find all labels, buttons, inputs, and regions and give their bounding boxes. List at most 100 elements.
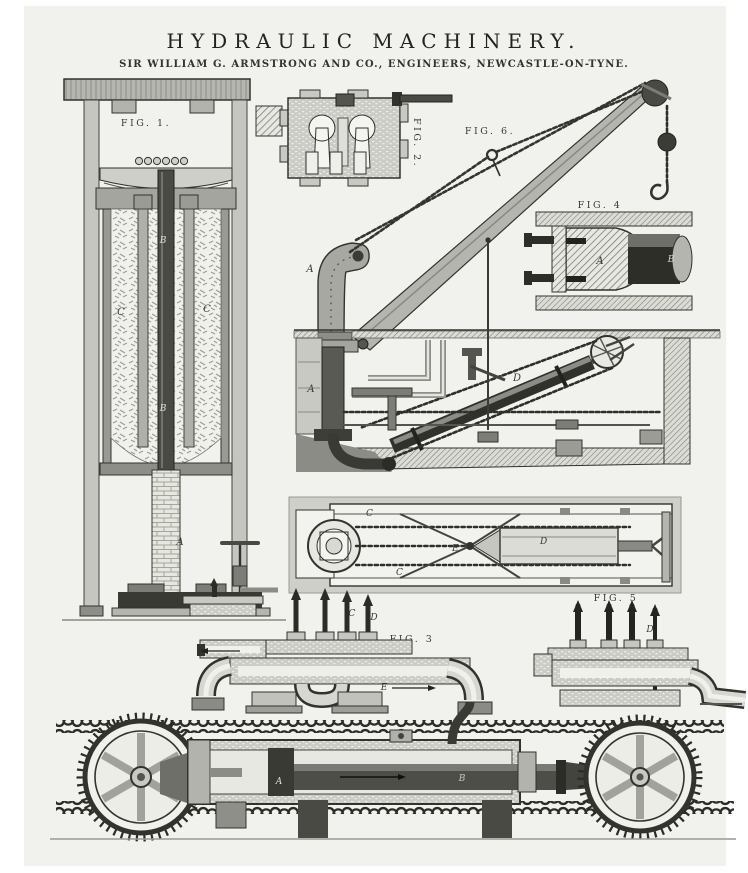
fig6-hook — [650, 181, 669, 201]
fig1-letter-b-lower: B — [159, 404, 167, 414]
plan-mast-socket-inner — [325, 537, 343, 555]
jigger-letter-a: A — [275, 777, 283, 787]
fig3-left-flange — [191, 697, 225, 711]
fig6-jib-pivot — [357, 338, 369, 350]
fig2-label: FIG. 2. — [411, 118, 422, 168]
fig6-ground-right — [351, 330, 721, 339]
fig6-pit-chain — [358, 339, 598, 430]
fig2-left-stub — [255, 105, 283, 137]
fig6-letter-a-pit: A — [306, 384, 314, 395]
fig4-bolt-head — [524, 233, 532, 247]
fig4-bolt-head — [524, 271, 532, 285]
fig6-letter-a-mast: A — [305, 264, 313, 275]
plan-letter-e: E — [451, 544, 459, 554]
fig1-inner-tube-right — [183, 208, 195, 448]
fig4-bolt — [530, 236, 554, 244]
jigger-lug-hole — [398, 733, 404, 739]
fig4-cylinder-wall-bottom — [535, 295, 693, 311]
jigger-leg — [482, 800, 512, 838]
fig2-bottom-tab — [299, 177, 321, 187]
fig2-top-tab — [299, 89, 321, 99]
fig2-port — [329, 151, 343, 175]
fig2-valve-block: FIG. 2. — [255, 89, 453, 187]
fig6-anchor-block — [555, 439, 583, 457]
plan-mast-square — [319, 531, 349, 561]
fig6-letter-d: D — [512, 373, 521, 384]
plan-letter-c-top: C — [366, 509, 373, 519]
fig4-label: FIG. 4 — [578, 200, 623, 211]
plan-cylinder — [499, 527, 619, 565]
fig5-label: FIG. 5 — [594, 593, 639, 604]
fig1-letter-c-left: C — [117, 307, 125, 318]
jigger-coupling-ring — [556, 760, 566, 794]
fig1-vessel-wall-right — [220, 208, 230, 468]
fig1-letter-a: A — [175, 537, 183, 548]
fig6-fork — [609, 343, 635, 361]
fig2-top-piston — [335, 93, 355, 107]
fig6-fork — [605, 335, 631, 348]
fig1-letter-c-right: C — [203, 304, 211, 315]
jigger-chain-top — [56, 720, 724, 733]
fig5-lower-pipe — [559, 689, 681, 707]
plan-letter-c-bottom: C — [396, 568, 403, 578]
fig6-turnbuckle — [555, 419, 579, 430]
plan-pad — [620, 577, 630, 584]
fig2-spindle-rod — [399, 94, 453, 103]
jigger-machine: A B — [50, 701, 736, 842]
fig6-cylinder-flange — [554, 365, 568, 387]
fig3-foot-pad — [331, 705, 389, 714]
fig6-rod-foot — [477, 431, 499, 443]
page-subtitle: SIR WILLIAM G. ARMSTRONG AND CO., ENGINE… — [119, 59, 629, 70]
fig3-letter-c: C — [349, 609, 356, 619]
fig6-plan-view: C E D C — [288, 496, 682, 594]
fig6-hoist-chain — [348, 155, 490, 254]
fig2-center-column — [337, 117, 349, 167]
jigger-wheel-right — [577, 714, 703, 840]
fig3-main-pipe-core — [238, 666, 462, 676]
fig6-ground-left — [293, 330, 319, 339]
fig4-piston-detail: FIG. 4 A B — [524, 200, 693, 311]
fig1-column-left — [83, 99, 100, 613]
jigger-letter-b: B — [458, 774, 466, 784]
fig3-letter-e: E — [380, 683, 388, 693]
fig2-left-flange — [279, 109, 289, 127]
fig6-label: FIG. 6. — [465, 126, 515, 137]
fig1-masonry-column — [151, 469, 181, 595]
fig6-pit-wall-right — [663, 337, 691, 465]
fig6-elbow-cap — [382, 457, 396, 471]
fig1-cap-beam — [63, 78, 251, 101]
fig6-mast-lower — [321, 346, 345, 432]
fig1-column-right — [231, 99, 248, 613]
fig6-hoist-chain — [494, 88, 648, 154]
fig1-beam-block — [111, 99, 137, 114]
fig2-port — [305, 151, 319, 175]
fig4-bolt-tip — [566, 238, 586, 244]
plan-brace-pin — [466, 542, 474, 550]
jigger-piston-head — [268, 748, 294, 796]
plan-pad — [620, 508, 630, 515]
fig6-ball-weight — [657, 132, 677, 152]
fig6-head-pin — [640, 82, 672, 101]
fig2-bottom-tab — [347, 177, 369, 187]
fig6-lever — [469, 364, 506, 382]
fig6-elbow-pipe — [327, 432, 391, 470]
jigger-support — [215, 801, 247, 829]
fig3-left-elbow-core — [203, 663, 231, 697]
fig3-seat-band — [261, 639, 413, 655]
fig6-pit-masonry — [295, 337, 323, 435]
fig6-pipe-core — [368, 340, 430, 380]
fig5-letter-d: D — [645, 625, 653, 635]
fig4-flange-plate — [551, 225, 567, 293]
fig3-right-elbow-core — [447, 665, 477, 701]
fig3-flow-arrow-left-head — [200, 648, 208, 654]
fig2-right-tab — [399, 139, 409, 159]
fig6-masonry-joints — [298, 361, 320, 413]
jigger-gland — [517, 751, 537, 793]
fig6-anchor-block — [639, 429, 663, 445]
fig4-bolt-tip — [566, 276, 586, 282]
fig1-gland-right — [179, 194, 199, 210]
fig6-crosshead — [462, 348, 482, 356]
jigger-flow-arrow-head — [398, 774, 406, 780]
plan-pad — [560, 577, 570, 584]
